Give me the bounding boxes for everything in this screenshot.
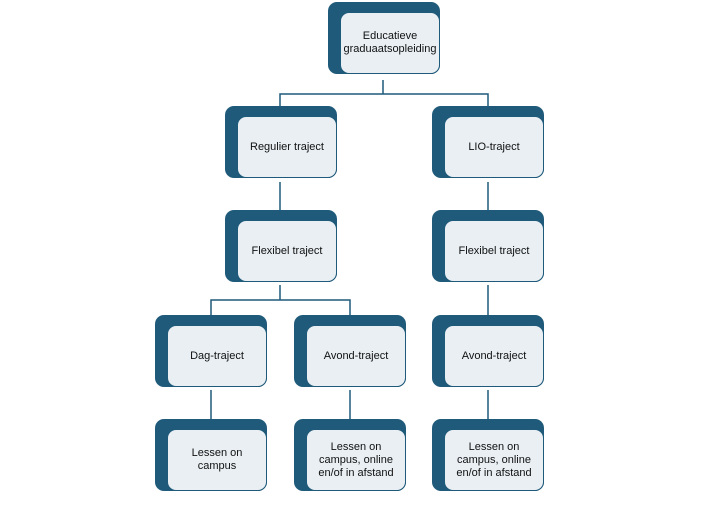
- node-label: Educatieve graduaatsopleiding: [340, 12, 440, 74]
- node-label: Flexibel traject: [444, 220, 544, 282]
- node-lio-traject: LIO-traject: [432, 106, 546, 180]
- connector-flex-split: [210, 285, 351, 316]
- node-regulier-traject: Regulier traject: [225, 106, 339, 180]
- node-label: Lessen on campus, online en/of in afstan…: [444, 429, 544, 491]
- node-label: Lessen on campus, online en/of in afstan…: [306, 429, 406, 491]
- node-label: Avond-traject: [444, 325, 544, 387]
- node-avond-right: Avond-traject: [432, 315, 546, 389]
- node-lessen-mixed-right: Lessen on campus, online en/of in afstan…: [432, 419, 546, 493]
- node-label: Avond-traject: [306, 325, 406, 387]
- node-label: LIO-traject: [444, 116, 544, 178]
- node-root: Educatieve graduaatsopleiding: [328, 2, 442, 76]
- node-lessen-mixed-mid: Lessen on campus, online en/of in afstan…: [294, 419, 408, 493]
- connector-root: [279, 80, 489, 108]
- node-flexibel-left: Flexibel traject: [225, 210, 339, 284]
- node-dag-traject: Dag-traject: [155, 315, 269, 389]
- node-lessen-campus: Lessen on campus: [155, 419, 269, 493]
- node-label: Flexibel traject: [237, 220, 337, 282]
- node-label: Lessen on campus: [167, 429, 267, 491]
- node-flexibel-right: Flexibel traject: [432, 210, 546, 284]
- node-label: Regulier traject: [237, 116, 337, 178]
- node-label: Dag-traject: [167, 325, 267, 387]
- node-avond-mid: Avond-traject: [294, 315, 408, 389]
